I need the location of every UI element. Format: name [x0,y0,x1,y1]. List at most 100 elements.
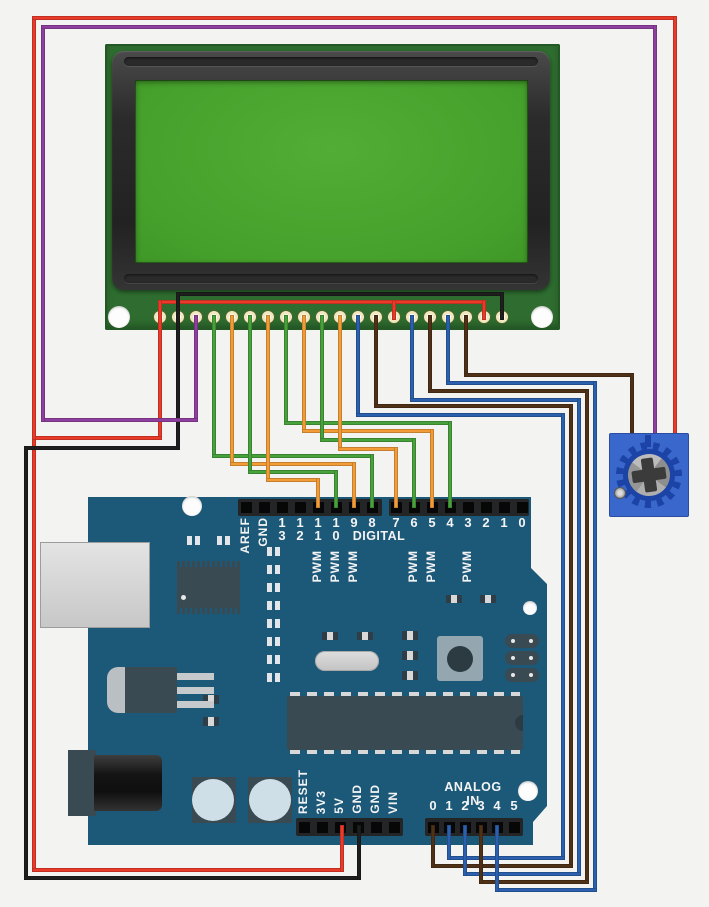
wire-lcd17-to-a4[interactable] [495,825,499,892]
wire-lcd8-to-d4[interactable] [284,315,288,425]
wire-lcd16-to-a3[interactable] [428,315,432,393]
wire-lcd9-to-d5[interactable] [430,429,434,508]
lcd-red-bus-stub-pin19[interactable] [482,300,486,320]
power-pin-gnd[interactable] [371,822,382,833]
wire-lcd8-to-d4[interactable] [448,421,452,508]
power-pin-reset[interactable] [299,822,310,833]
wire-5v-lcd1-to-arduino-5v[interactable] [32,436,36,872]
lcd-red-power-bus[interactable] [158,300,486,304]
wire-lcd17-to-a4[interactable] [495,888,597,892]
wire-lcd12-to-a1[interactable] [447,856,565,860]
wire-5v-lcd1-to-arduino-5v[interactable] [32,868,344,872]
digital-pin-label: 3 [278,528,286,543]
wire-contrast-lcd3-to-pot-wiper[interactable] [653,25,657,438]
reset-button[interactable] [437,636,483,681]
wire-lcd6-to-d10[interactable] [248,470,338,474]
wire-lcd15-to-a2[interactable] [410,398,581,402]
wire-lcd10-to-d6[interactable] [412,438,416,508]
digital-pin-label: 1 [500,515,508,530]
wire-lcd16-to-a3[interactable] [585,389,589,884]
wire-lcd8-to-d4[interactable] [284,421,452,425]
digital-pin-label: 1 [332,515,340,530]
wire-lcd6-to-d10[interactable] [334,470,338,508]
wire-lcd16-to-a3[interactable] [428,389,589,393]
digital-pin-1[interactable] [499,502,510,513]
wire-contrast-lcd3-to-pot-wiper[interactable] [41,25,657,29]
lcd-black-bus-stub-pin20[interactable] [500,292,504,320]
wire-lcd13-to-a0[interactable] [374,315,378,408]
smd-capacitor [203,717,219,726]
digital-pin-0[interactable] [517,502,528,513]
wire-lcd12-to-a1[interactable] [356,315,360,417]
wire-5v-branch-to-pot[interactable] [32,16,677,20]
wire-contrast-lcd3-to-pot-wiper[interactable] [41,25,45,422]
wire-lcd13-to-a0[interactable] [374,404,573,408]
wire-lcd15-to-a2[interactable] [463,872,581,876]
digital-pin-3[interactable] [463,502,474,513]
wire-5v-branch-to-pot[interactable] [32,16,36,440]
lcd-black-ground-bus[interactable] [176,292,504,296]
wire-contrast-lcd3-to-pot-wiper[interactable] [41,418,198,422]
smd-capacitor [322,632,338,640]
power-pin-vin[interactable] [389,822,400,833]
wire-lcd18-to-pot-left[interactable] [464,315,468,377]
digital-pin-12[interactable] [295,502,306,513]
wire-contrast-lcd3-to-pot-wiper[interactable] [194,315,198,422]
wire-lcd4-to-d8[interactable] [212,454,374,458]
power-pin-3v3[interactable] [317,822,328,833]
wire-lcd5-to-d9[interactable] [230,462,356,466]
wire-gnd-lcd2-to-arduino-gnd[interactable] [357,825,361,880]
wire-lcd5-to-d9[interactable] [352,462,356,508]
wire-lcd13-to-a0[interactable] [431,825,435,868]
digital-pin-13[interactable] [277,502,288,513]
wire-lcd11-to-d7[interactable] [338,315,342,451]
wire-lcd13-to-a0[interactable] [431,864,573,868]
wire-lcd15-to-a2[interactable] [410,315,414,402]
wire-lcd16-to-a3[interactable] [479,880,589,884]
wire-lcd15-to-a2[interactable] [577,398,581,876]
wire-5v-lcd1-to-arduino-5v[interactable] [340,825,344,872]
wire-lcd13-to-a0[interactable] [569,404,573,868]
wire-5v-lcd1-to-arduino-5v[interactable] [32,436,162,440]
reset-button-cap[interactable] [447,646,473,672]
digital-pin-2[interactable] [481,502,492,513]
wire-gnd-lcd2-to-arduino-gnd[interactable] [24,446,28,880]
wire-gnd-lcd2-to-arduino-gnd[interactable] [176,292,180,450]
wire-5v-branch-to-pot[interactable] [673,16,677,438]
analog-pin-label: 4 [493,798,501,813]
wire-lcd7-to-d11[interactable] [266,478,320,482]
wire-lcd16-to-a3[interactable] [479,825,483,884]
wire-lcd12-to-a1[interactable] [561,413,565,860]
analog-pin-a5[interactable] [509,822,520,833]
wire-lcd11-to-d7[interactable] [394,447,398,508]
digital-pin-label: 7 [392,515,400,530]
wire-lcd4-to-d8[interactable] [212,315,216,458]
wire-lcd9-to-d5[interactable] [302,315,306,433]
digital-pin-gnd[interactable] [259,502,270,513]
wire-lcd12-to-a1[interactable] [356,413,565,417]
wire-lcd7-to-d11[interactable] [266,315,270,482]
power-header-strip [296,818,403,836]
smd-capacitor [402,671,418,680]
wire-lcd9-to-d5[interactable] [302,429,434,433]
wire-lcd17-to-a4[interactable] [446,315,450,385]
wire-lcd7-to-d11[interactable] [316,478,320,508]
wire-lcd18-to-pot-left[interactable] [464,373,634,377]
wire-lcd10-to-d6[interactable] [320,438,416,442]
wire-lcd5-to-d9[interactable] [230,315,234,466]
wire-lcd10-to-d6[interactable] [320,315,324,442]
wire-lcd15-to-a2[interactable] [463,825,467,876]
wire-lcd4-to-d8[interactable] [370,454,374,508]
wire-gnd-lcd2-to-arduino-gnd[interactable] [24,876,361,880]
wire-gnd-lcd2-to-arduino-gnd[interactable] [24,446,180,450]
wire-lcd12-to-a1[interactable] [447,825,451,860]
wire-lcd17-to-a4[interactable] [593,381,597,892]
wire-5v-lcd1-to-arduino-5v[interactable] [158,300,162,440]
digital-header-strip-1 [238,499,382,516]
wire-lcd11-to-d7[interactable] [338,447,398,451]
digital-pin-aref[interactable] [241,502,252,513]
wire-lcd18-to-pot-left[interactable] [630,373,634,438]
lcd-red-bus-stub-pin14[interactable] [392,300,396,320]
wire-lcd6-to-d10[interactable] [248,315,252,474]
wire-lcd17-to-a4[interactable] [446,381,597,385]
